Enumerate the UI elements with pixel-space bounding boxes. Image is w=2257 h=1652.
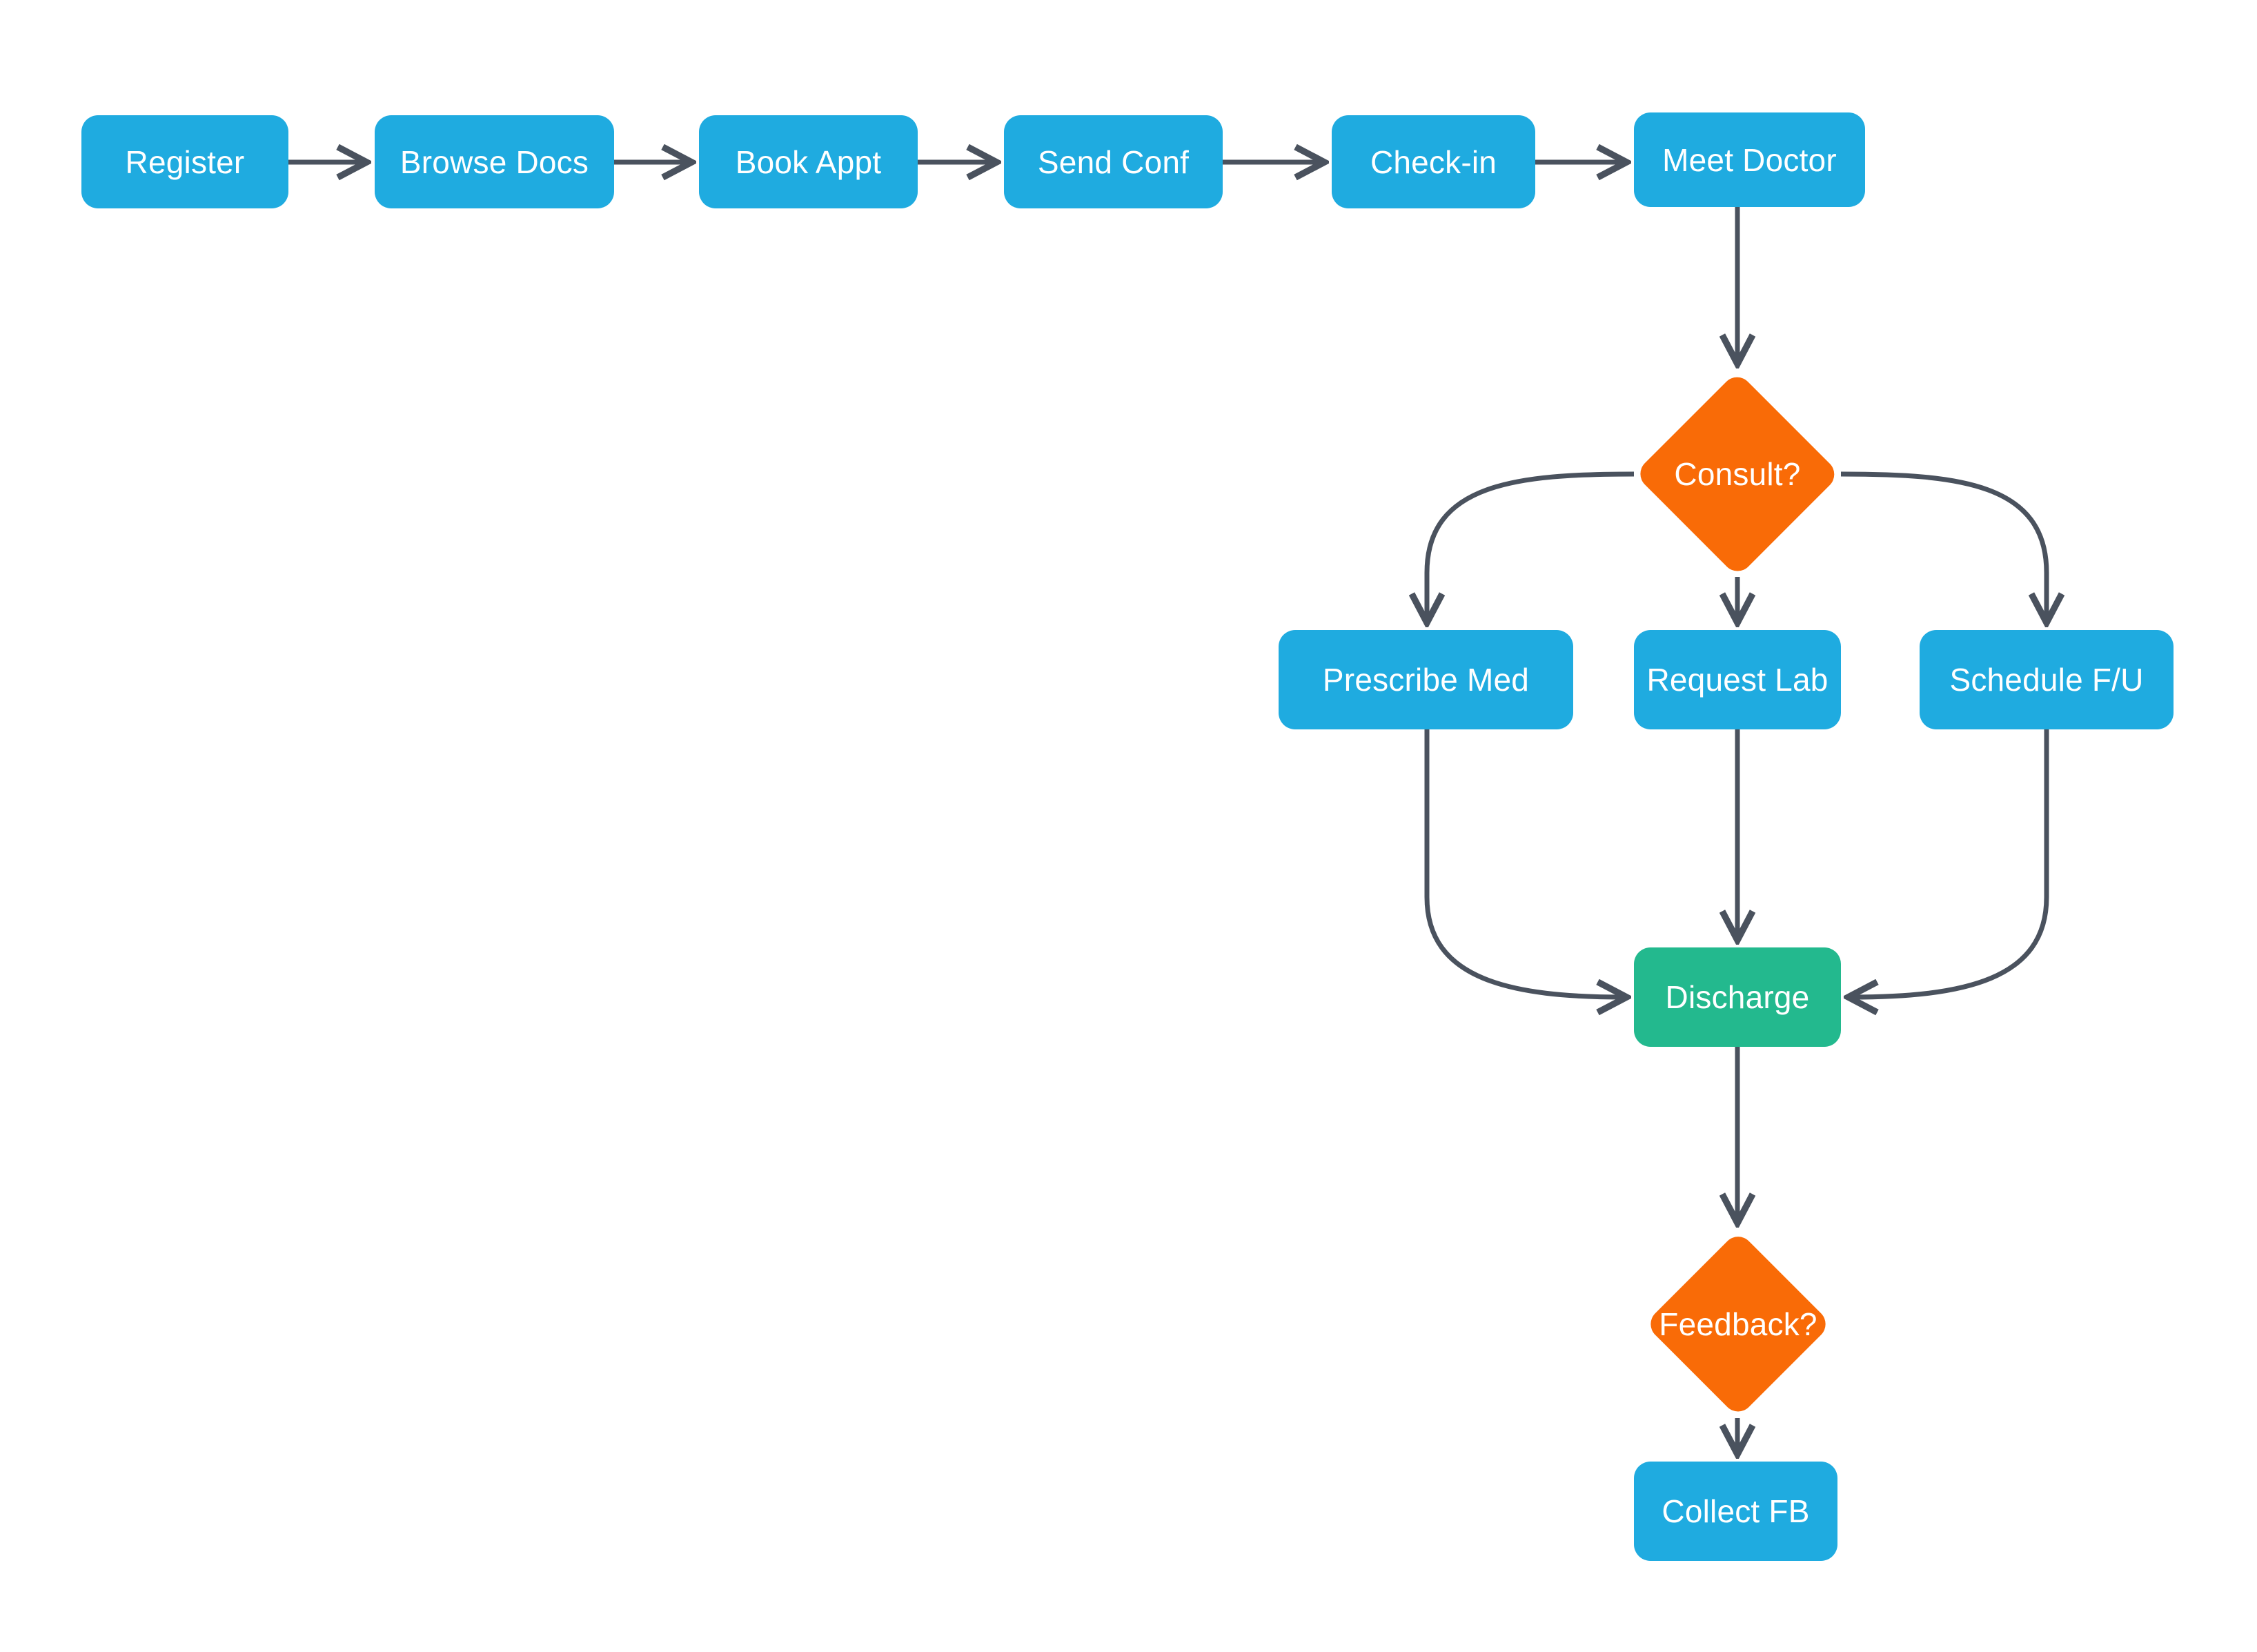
node-request-lab[interactable]: Request Lab: [1634, 630, 1841, 729]
node-meet-doctor[interactable]: Meet Doctor: [1634, 112, 1865, 207]
node-feedback-decision[interactable]: Feedback?: [1644, 1230, 1832, 1418]
edge-consult-schedule-fu: [1840, 471, 2047, 620]
node-meet-doctor-label: Meet Doctor: [1662, 141, 1837, 178]
node-schedule-fu-label: Schedule F/U: [1949, 662, 2144, 698]
node-register-label: Register: [125, 144, 245, 180]
edge-schedule-fu-discharge: [1851, 729, 2049, 997]
edge-consult-prescribe-med: [1427, 471, 1635, 620]
node-request-lab-label: Request Lab: [1646, 662, 1829, 698]
node-send-conf[interactable]: Send Conf: [1004, 115, 1223, 208]
node-prescribe-med-label: Prescribe Med: [1322, 662, 1530, 698]
node-check-in[interactable]: Check-in: [1332, 115, 1535, 208]
node-collect-fb[interactable]: Collect FB: [1634, 1462, 1837, 1561]
node-consult-label: Consult?: [1674, 456, 1801, 492]
node-schedule-fu[interactable]: Schedule F/U: [1920, 630, 2174, 729]
node-discharge[interactable]: Discharge: [1634, 947, 1841, 1047]
node-discharge-label: Discharge: [1665, 979, 1810, 1015]
edge-prescribe-med-discharge: [1424, 729, 1624, 997]
node-feedback-label: Feedback?: [1659, 1306, 1817, 1342]
node-check-in-label: Check-in: [1370, 144, 1497, 180]
node-browse-docs[interactable]: Browse Docs: [375, 115, 614, 208]
node-prescribe-med[interactable]: Prescribe Med: [1279, 630, 1573, 729]
node-book-appt[interactable]: Book Appt: [699, 115, 918, 208]
node-collect-fb-label: Collect FB: [1662, 1493, 1810, 1529]
node-register[interactable]: Register: [81, 115, 288, 208]
node-book-appt-label: Book Appt: [735, 144, 882, 180]
node-send-conf-label: Send Conf: [1037, 144, 1190, 180]
node-consult-decision[interactable]: Consult?: [1634, 371, 1841, 578]
node-browse-docs-label: Browse Docs: [400, 144, 589, 180]
